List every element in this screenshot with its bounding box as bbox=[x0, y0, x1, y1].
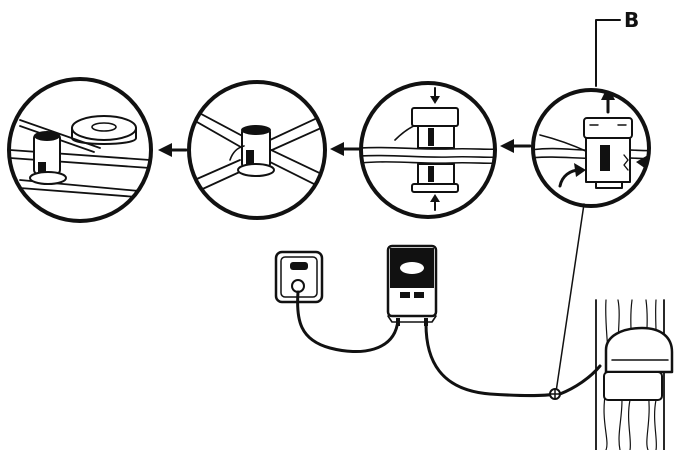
power-cable bbox=[296, 290, 400, 354]
step-4-circle bbox=[7, 77, 153, 223]
connector-pressing-icon bbox=[361, 87, 495, 211]
fence-energizer-icon bbox=[386, 244, 438, 326]
arrow-left-icon bbox=[330, 142, 362, 156]
connector-wired-icon bbox=[189, 107, 325, 193]
callout-b: B bbox=[595, 8, 639, 87]
fence-post-icon bbox=[595, 299, 674, 450]
fence-cable bbox=[424, 322, 557, 397]
arrow-left-icon bbox=[158, 143, 188, 157]
post-cable bbox=[558, 364, 602, 396]
callout-leader bbox=[555, 203, 585, 393]
step-2-circle bbox=[359, 81, 497, 219]
step-3-circle bbox=[187, 80, 327, 220]
arrow-left-icon bbox=[500, 139, 532, 153]
callout-label: B bbox=[624, 8, 639, 32]
connector-closing-icon bbox=[533, 90, 649, 189]
cable-junction-icon bbox=[549, 388, 561, 400]
connector-tape-icon bbox=[9, 115, 151, 199]
step-1-circle bbox=[531, 88, 651, 208]
step-arrows bbox=[158, 139, 532, 157]
